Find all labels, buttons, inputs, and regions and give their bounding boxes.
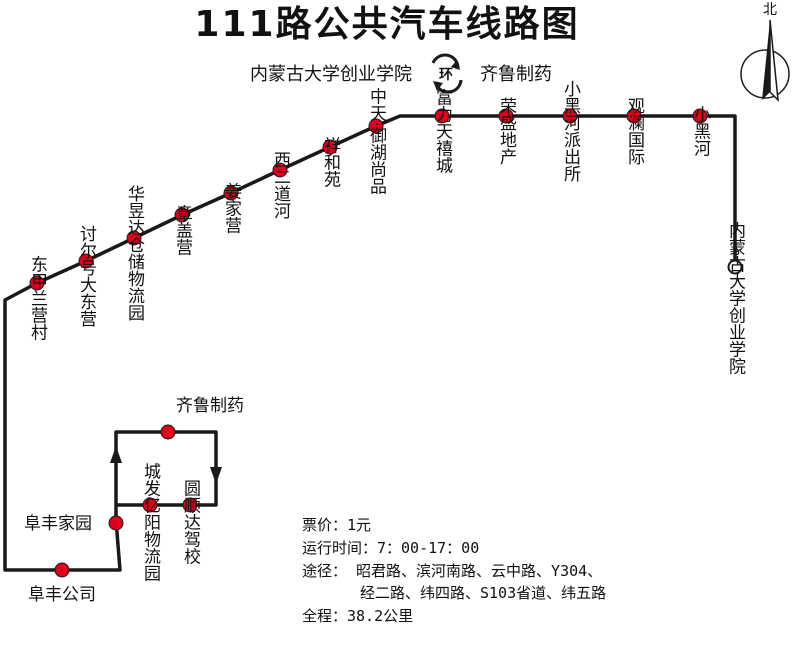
loop-to-label: 齐鲁制药 bbox=[480, 64, 552, 85]
stop-marker bbox=[126, 230, 142, 246]
stop-marker bbox=[434, 108, 450, 124]
stop-label: 小黑河 bbox=[690, 105, 711, 156]
stop-label: 章盖营 bbox=[172, 204, 193, 255]
stop-marker bbox=[626, 108, 642, 124]
stop-label: 小黑河派出所 bbox=[560, 80, 581, 182]
stop-label: 齐鲁制药 bbox=[176, 396, 244, 416]
loop-badge: 环 bbox=[439, 67, 453, 83]
stop-label: 圆顺达驾校 bbox=[180, 480, 201, 565]
hours-info: 运行时间：7：00-17：00 bbox=[302, 539, 479, 557]
route-via-info: 途径： 昭君路、滨河南路、云中路、Y304、 bbox=[302, 562, 602, 580]
stop-marker bbox=[322, 139, 338, 155]
stop-marker bbox=[223, 185, 239, 201]
stop-label: 观澜国际 bbox=[624, 97, 645, 166]
loop-direction-arrow-up-icon bbox=[110, 446, 122, 463]
stop-label: 内蒙古大学创业学院 bbox=[725, 221, 746, 374]
stop-label: 东甲兰营村 bbox=[27, 255, 48, 340]
stop-label: 姜家营 bbox=[221, 182, 242, 233]
loop-from-label: 内蒙古大学创业学院 bbox=[250, 64, 412, 85]
stop-marker bbox=[182, 497, 198, 513]
stop-marker bbox=[272, 162, 288, 178]
stop-label: 阜丰公司 bbox=[28, 585, 96, 605]
stop-marker bbox=[174, 207, 190, 223]
stop-label: 阜丰家园 bbox=[24, 514, 92, 534]
stop-label: 富力天禧城 bbox=[432, 88, 453, 173]
stop-marker bbox=[692, 108, 708, 124]
stop-label: 讨尔号大东营 bbox=[76, 225, 97, 327]
stop-marker bbox=[78, 253, 94, 269]
fare-info: 票价：1元 bbox=[302, 516, 371, 534]
loop-arrows-icon bbox=[431, 53, 463, 94]
stop-marker bbox=[368, 118, 384, 134]
stop-label: 荣盛地产 bbox=[496, 97, 517, 165]
distance-info: 全程：38.2公里 bbox=[302, 607, 413, 625]
stop-marker bbox=[29, 275, 45, 291]
stop-label: 西二道河 bbox=[270, 151, 291, 219]
stop-label: 祥和苑 bbox=[320, 136, 341, 187]
stop-marker-terminal bbox=[727, 259, 743, 275]
stop-label: 华昱达仓储物流园 bbox=[124, 185, 145, 321]
stop-marker bbox=[160, 424, 176, 440]
stop-marker bbox=[498, 108, 514, 124]
loop-direction-arrow-down-icon bbox=[210, 467, 222, 484]
stop-marker bbox=[108, 515, 124, 531]
page-title: 111路公共汽车线路图 bbox=[194, 4, 579, 45]
stop-label: 城发亿阳物流园 bbox=[140, 462, 161, 581]
stop-label: 中天·御湖尚品 bbox=[366, 87, 387, 194]
north-compass-icon bbox=[740, 19, 790, 103]
route-via-info-continued: 经二路、纬四路、S103省道、纬五路 bbox=[360, 584, 606, 602]
route-line-main bbox=[3, 114, 737, 572]
stop-marker bbox=[562, 108, 578, 124]
stop-marker bbox=[54, 562, 70, 578]
stop-marker bbox=[142, 497, 158, 513]
compass-north-label: 北 bbox=[763, 2, 777, 18]
